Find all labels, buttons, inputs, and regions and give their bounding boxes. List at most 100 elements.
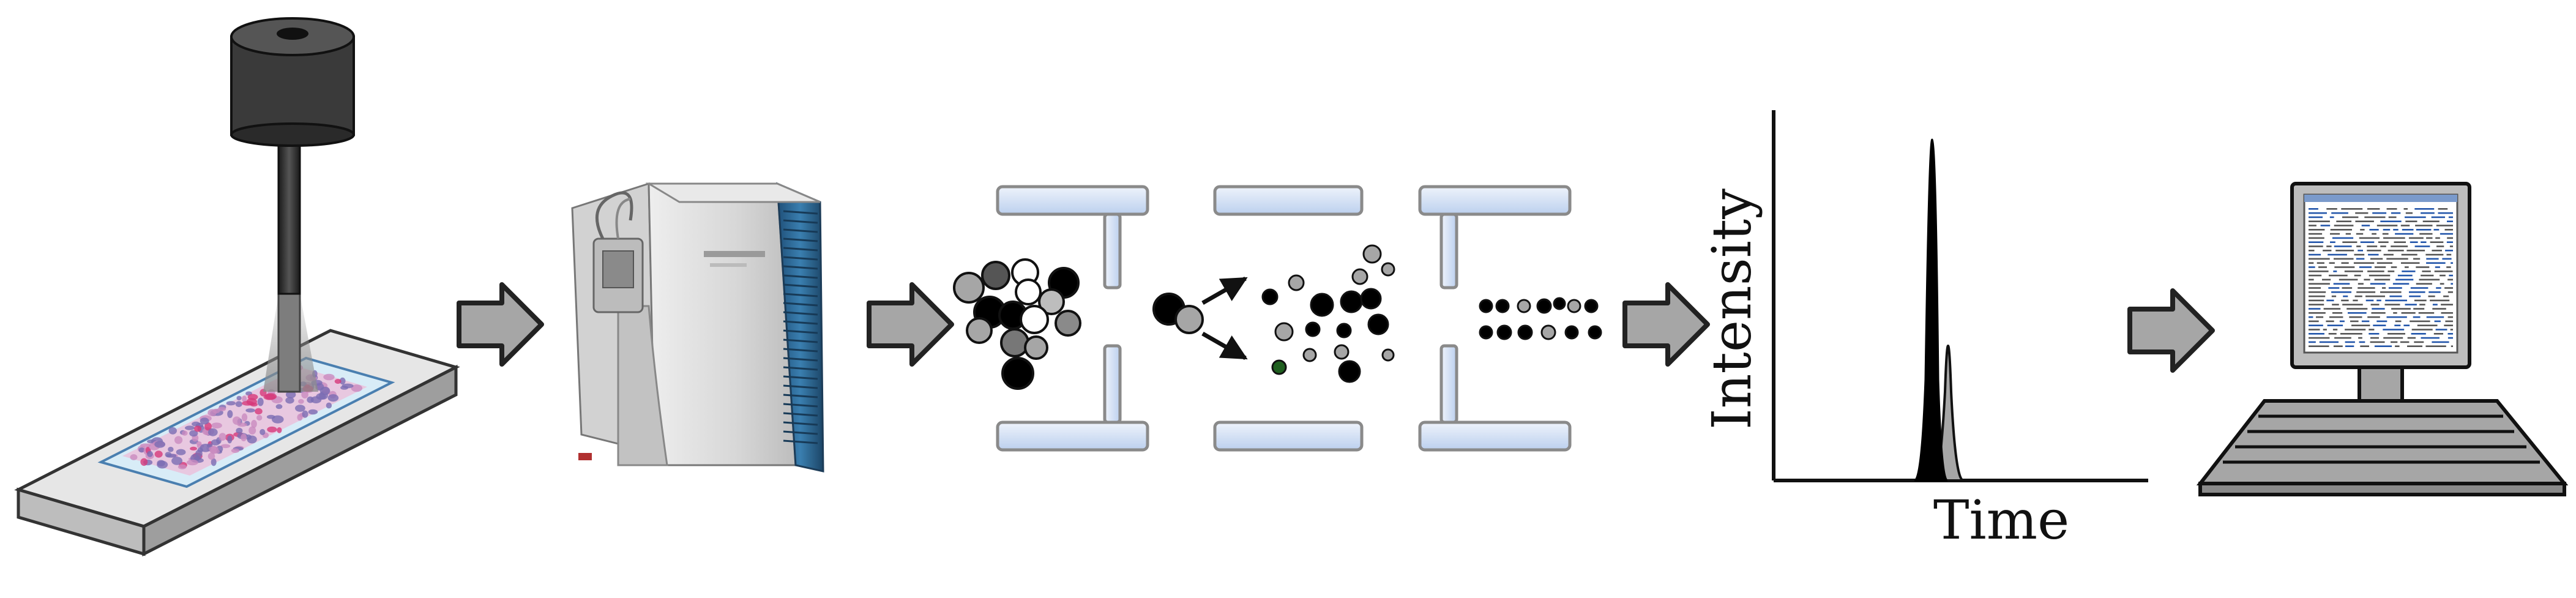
- screen-text-line: [2445, 250, 2453, 252]
- tissue-cell: [197, 447, 203, 453]
- flow-arrow-1: [457, 282, 544, 367]
- tissue-cell: [323, 373, 335, 381]
- ion: [1336, 323, 1352, 338]
- screen-text-line: [2358, 337, 2362, 339]
- screen-text-line: [2380, 245, 2386, 247]
- tissue-cell: [218, 433, 226, 441]
- tissue-cell: [310, 396, 322, 403]
- ms-vent-line: [783, 265, 818, 270]
- ms-status-dots: [710, 263, 747, 267]
- screen-text-line: [2318, 266, 2327, 268]
- screen-text-line: [2336, 220, 2352, 222]
- ion: [1351, 268, 1368, 285]
- screen-text-line: [2345, 233, 2351, 235]
- screen-text-line: [2309, 216, 2323, 219]
- q3-bottom-rod: [1418, 420, 1572, 452]
- tissue-cell: [177, 464, 187, 469]
- ion: [1055, 310, 1081, 337]
- ion: [1000, 328, 1029, 357]
- ion: [1024, 335, 1048, 360]
- screen-text-line: [2419, 278, 2440, 281]
- screen-text-line: [2383, 329, 2405, 331]
- precursor-fragmentation: [1152, 276, 1248, 361]
- ms-vent-line: [783, 394, 818, 398]
- screen-text-line: [2447, 333, 2453, 335]
- tissue-cell: [200, 417, 209, 425]
- screen-text-line: [2429, 291, 2441, 293]
- screen-text-line: [2414, 299, 2427, 302]
- ion: [1540, 324, 1556, 340]
- screen-text-line: [2372, 233, 2376, 235]
- screen-text-line: [2371, 312, 2386, 314]
- ion: [1381, 262, 1395, 277]
- ms-vent-line: [783, 210, 818, 215]
- screen-text-line: [2309, 208, 2318, 210]
- screen-text-line: [2432, 250, 2442, 252]
- screen-text-line: [2333, 271, 2337, 272]
- screen-text-line: [2309, 258, 2330, 260]
- precursor-ion-cluster: [953, 258, 1081, 390]
- screen-text-line: [2330, 233, 2340, 235]
- screen-text-line: [2329, 316, 2343, 318]
- screen-text-line: [2331, 295, 2337, 297]
- screen-text-line: [2369, 333, 2380, 335]
- ion: [1001, 357, 1034, 390]
- ms-vent-line: [783, 348, 818, 353]
- tissue-cell: [233, 416, 241, 425]
- tissue-cell: [251, 420, 257, 428]
- screen-text-line: [2319, 341, 2339, 343]
- screen-text-line: [2425, 253, 2444, 256]
- screen-text-line: [2374, 345, 2392, 347]
- screen-text-line: [2356, 245, 2361, 247]
- tissue-cell: [227, 435, 233, 444]
- ms-vent-line: [783, 366, 818, 371]
- screen-text-line: [2425, 345, 2446, 347]
- screen-text-line: [2447, 316, 2453, 318]
- monitor-neck: [2358, 365, 2404, 403]
- ion: [1479, 299, 1493, 313]
- tissue-cell: [220, 444, 231, 449]
- ion-source-tubing: [595, 191, 633, 240]
- ms-vent-line: [783, 384, 818, 389]
- q1-bottom-rod: [996, 420, 1149, 452]
- tissue-cell: [174, 436, 183, 444]
- screen-text-line: [2354, 253, 2365, 256]
- screen-text-line: [2364, 278, 2370, 281]
- screen-text-line: [2309, 250, 2315, 252]
- screen-text-line: [2309, 329, 2320, 331]
- tissue-cell: [255, 408, 263, 415]
- tissue-cell: [211, 439, 220, 446]
- screen-text-line: [2326, 245, 2332, 247]
- screen-text-line: [2373, 324, 2386, 326]
- screen-text-line: [2394, 241, 2406, 243]
- tissue-cell: [236, 395, 242, 401]
- screen-text-line: [2438, 212, 2453, 214]
- tissue-cell: [319, 386, 330, 395]
- screen-text-line: [2450, 329, 2453, 331]
- ion: [1334, 344, 1350, 360]
- screen-text-line: [2444, 229, 2453, 231]
- screen-text-line: [2309, 320, 2319, 323]
- ms-vent-line: [783, 403, 818, 408]
- ion: [1362, 244, 1382, 264]
- tissue-cell: [140, 443, 151, 447]
- screen-text-line: [2434, 271, 2453, 272]
- tissue-cell: [275, 404, 283, 409]
- screen-text-line: [2376, 320, 2387, 323]
- screen-text-line: [2317, 262, 2324, 264]
- screen-text-line: [2442, 258, 2452, 260]
- screen-text-line: [2446, 266, 2451, 268]
- screen-text-line: [2414, 341, 2424, 343]
- screen-text-line: [2368, 253, 2379, 256]
- screen-text-line: [2389, 295, 2402, 297]
- ms-vent-line: [783, 412, 818, 417]
- screen-text-line: [2421, 212, 2435, 214]
- screen-text-line: [2328, 333, 2337, 335]
- tissue-cell: [168, 446, 174, 452]
- screen-text-line: [2410, 320, 2430, 323]
- ion-source-window: [602, 250, 634, 288]
- screen-text-line: [2309, 308, 2321, 310]
- screen-text-line: [2387, 333, 2405, 335]
- screen-text-line: [2386, 258, 2408, 260]
